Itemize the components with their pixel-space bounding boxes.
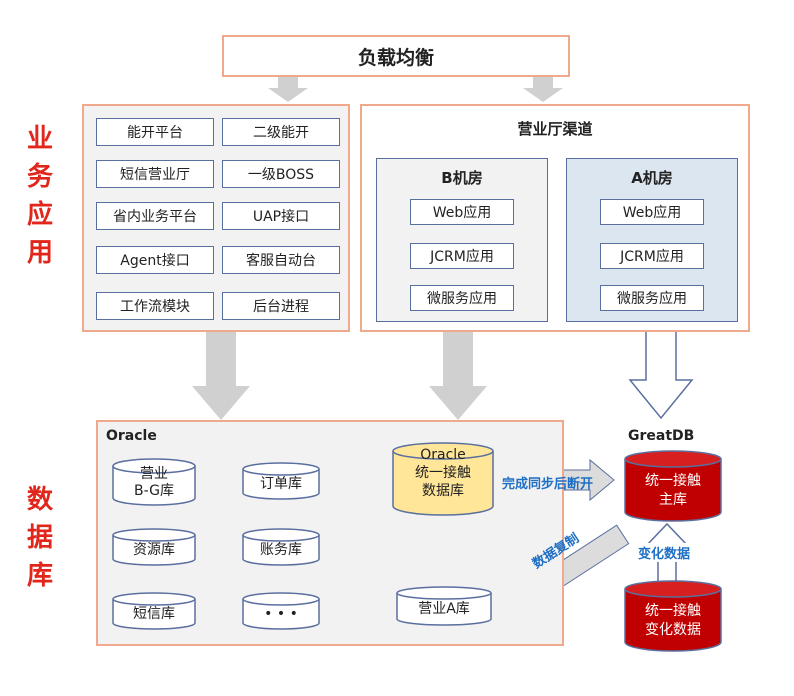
service-label: UAP接口 <box>252 209 310 225</box>
service-label: 后台进程 <box>253 299 309 315</box>
db-label: 统一接触 <box>645 603 701 619</box>
db-cylinder: • • • <box>242 592 320 630</box>
app-label: Web应用 <box>432 205 492 221</box>
app-label: Web应用 <box>622 205 682 221</box>
service-box: 后台进程 <box>222 292 340 320</box>
services-panel: 能开平台 二级能开 短信营业厅 一级BOSS 省内业务平台 UAP接口 Agen… <box>82 104 350 332</box>
service-box: UAP接口 <box>222 202 340 230</box>
db-cylinder: 订单库 <box>242 462 320 500</box>
service-box: Agent接口 <box>96 246 214 274</box>
service-label: Agent接口 <box>120 253 190 269</box>
db-label: 统一接触 <box>415 465 471 481</box>
service-box: 省内业务平台 <box>96 202 214 230</box>
room-a-title: A机房 <box>631 169 673 187</box>
database-label: 数 据 库 <box>20 481 60 595</box>
db-cylinder: 资源库 <box>112 528 196 566</box>
channel-title: 营业厅渠道 <box>517 120 593 138</box>
database-label-char: 据 <box>26 523 53 553</box>
db-label: • • • <box>264 606 298 622</box>
service-box: 工作流模块 <box>96 292 214 320</box>
database-label-char: 数 <box>26 485 53 515</box>
service-label: 省内业务平台 <box>113 209 197 225</box>
lb-left-down-arrow <box>268 77 308 102</box>
room-a-app: JCRM应用 <box>600 243 704 269</box>
service-label: 能开平台 <box>127 125 183 141</box>
database-label-char: 库 <box>26 561 53 591</box>
greatdb-title: GreatDB <box>628 428 695 444</box>
room-a: A机房 Web应用 JCRM应用 微服务应用 <box>566 158 738 322</box>
db-label: 短信库 <box>133 606 175 622</box>
greatdb-change-db: 统一接触 变化数据 <box>624 580 722 652</box>
service-box: 短信营业厅 <box>96 160 214 188</box>
business-label-char: 用 <box>26 238 53 268</box>
db-label: 账务库 <box>260 542 302 558</box>
room-a-app: 微服务应用 <box>600 285 704 311</box>
db-label: 数据库 <box>422 483 464 499</box>
db-cylinder: 账务库 <box>242 528 320 566</box>
business-label-char: 应 <box>26 200 53 230</box>
db-label: 主库 <box>659 492 687 508</box>
service-label: 一级BOSS <box>247 167 315 183</box>
broom-to-oracle-arrow <box>429 332 487 420</box>
service-box: 一级BOSS <box>222 160 340 188</box>
service-label: 客服自动台 <box>246 253 316 269</box>
db-label: Oracle <box>420 447 466 463</box>
room-b-app: 微服务应用 <box>410 285 514 311</box>
db-label: 营业 <box>140 466 168 482</box>
room-b: B机房 Web应用 JCRM应用 微服务应用 <box>376 158 548 322</box>
app-label: 微服务应用 <box>617 291 687 307</box>
business-label-char: 务 <box>26 162 53 192</box>
service-box: 二级能开 <box>222 118 340 146</box>
change-data-label: 变化数据 <box>636 543 693 562</box>
db-label: 变化数据 <box>645 622 701 638</box>
business-a-db: 营业A库 <box>396 586 492 626</box>
app-label: 微服务应用 <box>427 291 497 307</box>
service-label: 工作流模块 <box>120 299 190 315</box>
business-label-char: 业 <box>26 124 53 154</box>
service-box: 能开平台 <box>96 118 214 146</box>
db-label: 资源库 <box>133 542 175 558</box>
load-balancer-box: 负载均衡 <box>222 35 570 77</box>
room-b-app: Web应用 <box>410 199 514 225</box>
room-a-app: Web应用 <box>600 199 704 225</box>
room-b-app: JCRM应用 <box>410 243 514 269</box>
services-to-oracle-arrow <box>192 332 250 420</box>
channel-panel: 营业厅渠道 B机房 Web应用 JCRM应用 微服务应用 A机房 Web应用 J… <box>360 104 750 332</box>
service-label: 短信营业厅 <box>120 167 190 183</box>
oracle-title: Oracle <box>106 428 157 444</box>
db-label: 营业A库 <box>418 601 470 617</box>
greatdb-main-db: 统一接触 主库 <box>624 450 722 522</box>
service-label: 二级能开 <box>253 125 309 141</box>
aroom-to-greatdb-arrow <box>628 321 694 420</box>
db-label: 订单库 <box>260 476 302 492</box>
service-box: 客服自动台 <box>222 246 340 274</box>
room-b-title: B机房 <box>441 169 483 187</box>
db-label: B-G库 <box>133 483 175 499</box>
db-label: 统一接触 <box>645 473 701 489</box>
sync-label: 完成同步后断开 <box>502 477 594 492</box>
business-app-label: 业 务 应 用 <box>20 120 60 272</box>
db-cylinder: 营业 B-G库 <box>112 458 196 506</box>
load-balancer-label: 负载均衡 <box>357 46 434 69</box>
app-label: JCRM应用 <box>430 249 494 265</box>
app-label: JCRM应用 <box>620 249 684 265</box>
db-cylinder: 短信库 <box>112 592 196 630</box>
oracle-contact-db: Oracle 统一接触 数据库 <box>392 442 494 516</box>
lb-right-down-arrow <box>523 77 563 102</box>
